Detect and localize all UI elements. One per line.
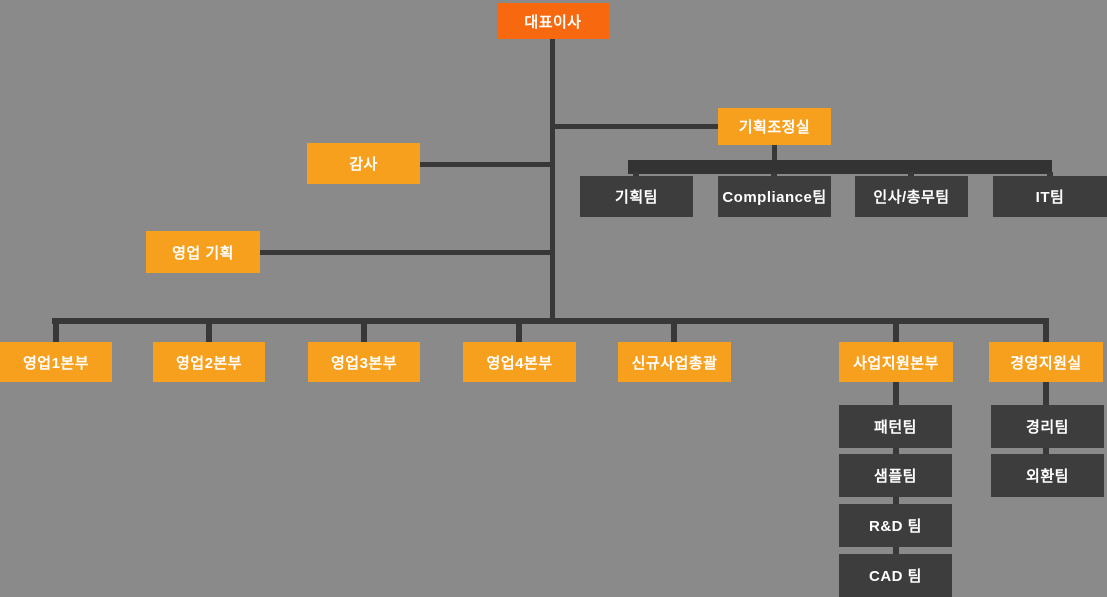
org-node-ceo: 대표이사	[497, 3, 609, 39]
org-node-team-it: IT팀	[993, 176, 1107, 217]
org-node-team-compliance: Compliance팀	[718, 176, 831, 217]
connector-branch-sales-planning	[260, 250, 552, 255]
org-node-division-sales4: 영업4본부	[463, 342, 576, 382]
connector-management-support-drop	[1043, 382, 1049, 405]
org-node-team-sample: 샘플팀	[839, 454, 952, 497]
connector-business-support-drop	[893, 382, 899, 405]
org-node-team-cad: CAD 팀	[839, 554, 952, 597]
connector-stub-division-7	[1043, 322, 1049, 342]
org-node-planning-office: 기획조정실	[718, 108, 831, 145]
connector-management-support-gap-1	[1043, 448, 1049, 454]
connector-stub-division-4	[516, 322, 522, 342]
org-node-team-accounting: 경리팀	[991, 405, 1104, 448]
connector-trunk-vertical	[550, 39, 555, 322]
connector-business-support-gap-2	[893, 497, 899, 504]
connector-stub-planning-team-2	[771, 172, 777, 177]
connector-branch-planning-office	[552, 124, 718, 129]
connector-business-support-gap-3	[893, 547, 899, 554]
connector-planning-office-stub	[772, 145, 777, 161]
org-node-team-rnd: R&D 팀	[839, 504, 952, 547]
org-node-division-business-support: 사업지원본부	[839, 342, 953, 382]
org-node-division-sales2: 영업2본부	[153, 342, 265, 382]
connector-planning-teams-bar	[628, 160, 1052, 174]
org-node-team-planning: 기획팀	[580, 176, 693, 217]
org-node-team-hr-ga: 인사/총무팀	[855, 176, 968, 217]
org-node-division-new-business: 신규사업총괄	[618, 342, 731, 382]
connector-business-support-gap-1	[893, 448, 899, 454]
connector-divisions-horizontal	[52, 318, 1049, 324]
connector-stub-planning-team-1	[633, 172, 639, 177]
org-node-team-forex: 외환팀	[991, 454, 1104, 497]
org-node-division-sales3: 영업3본부	[308, 342, 420, 382]
connector-stub-division-2	[206, 322, 212, 342]
connector-branch-audit	[420, 162, 552, 167]
connector-stub-division-1	[53, 322, 59, 342]
connector-stub-division-5	[671, 322, 677, 342]
connector-stub-planning-team-4	[1047, 172, 1053, 177]
connector-stub-division-3	[361, 322, 367, 342]
org-node-sales-planning: 영업 기획	[146, 231, 260, 273]
org-node-audit: 감사	[307, 143, 420, 184]
org-node-division-management-support: 경영지원실	[989, 342, 1103, 382]
org-node-division-sales1: 영업1본부	[0, 342, 112, 382]
connector-stub-division-6	[893, 322, 899, 342]
connector-stub-planning-team-3	[908, 172, 914, 177]
org-node-team-pattern: 패턴팀	[839, 405, 952, 448]
